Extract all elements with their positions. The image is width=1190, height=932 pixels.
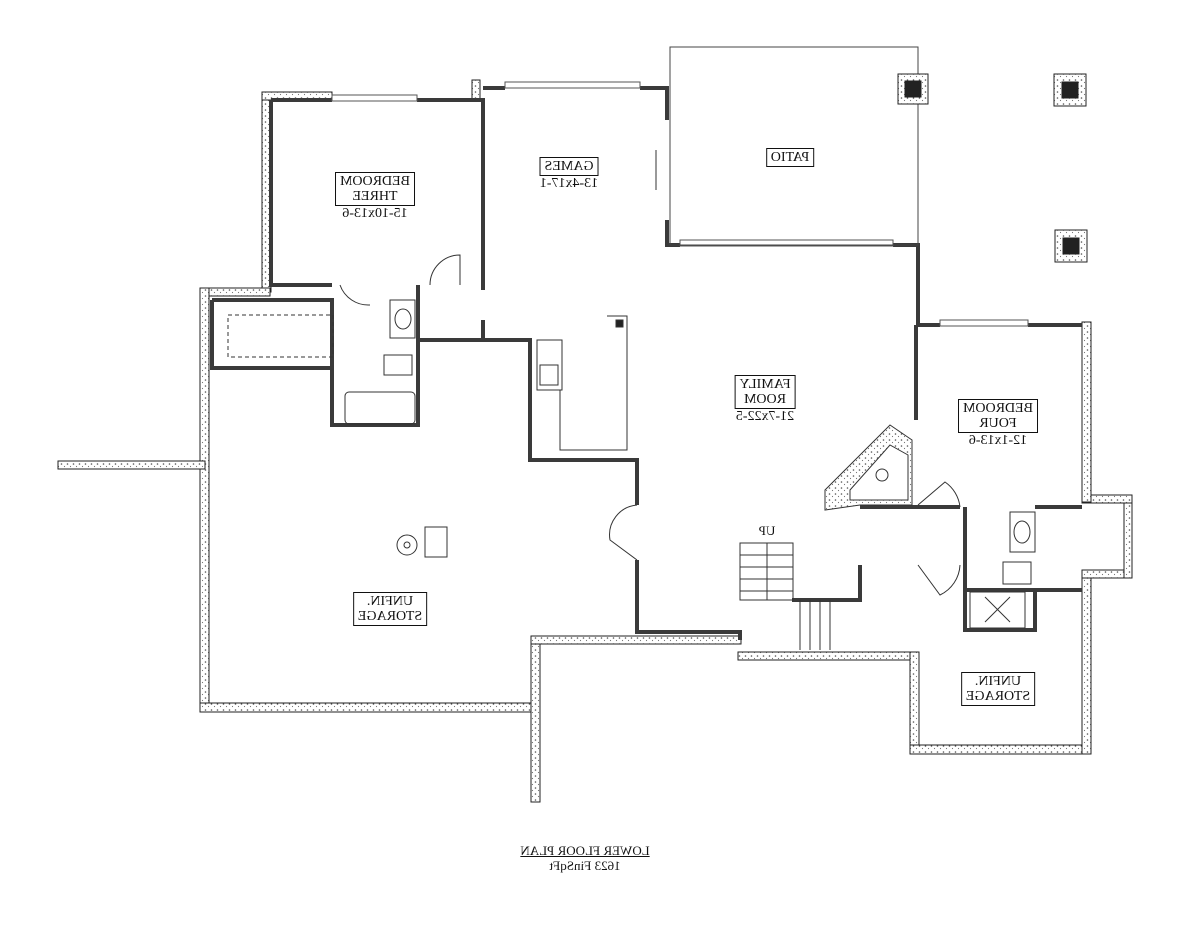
room-label-patio: PATIO (765, 148, 815, 167)
stair-up-label: UP (758, 523, 776, 538)
interior-walls (210, 86, 1082, 640)
plan-title-block: LOWER FLOOR PLAN 1623 FinSqFt (520, 843, 649, 873)
room-label-games: GAMES 13-4x17-1 (539, 157, 599, 191)
door-swings (339, 150, 961, 596)
fixtures (227, 299, 1036, 629)
windows (331, 81, 1029, 327)
patio-outline (669, 46, 919, 246)
stairs (739, 542, 831, 650)
column-icons (897, 73, 1088, 263)
plan-title: LOWER FLOOR PLAN (520, 843, 650, 858)
room-label-unfin-storage-left: UNFIN.STORAGE (352, 592, 428, 626)
room-label-unfin-storage-right: UNFIN.STORAGE (960, 672, 1036, 706)
plan-subtitle: 1623 FinSqFt (549, 858, 621, 873)
